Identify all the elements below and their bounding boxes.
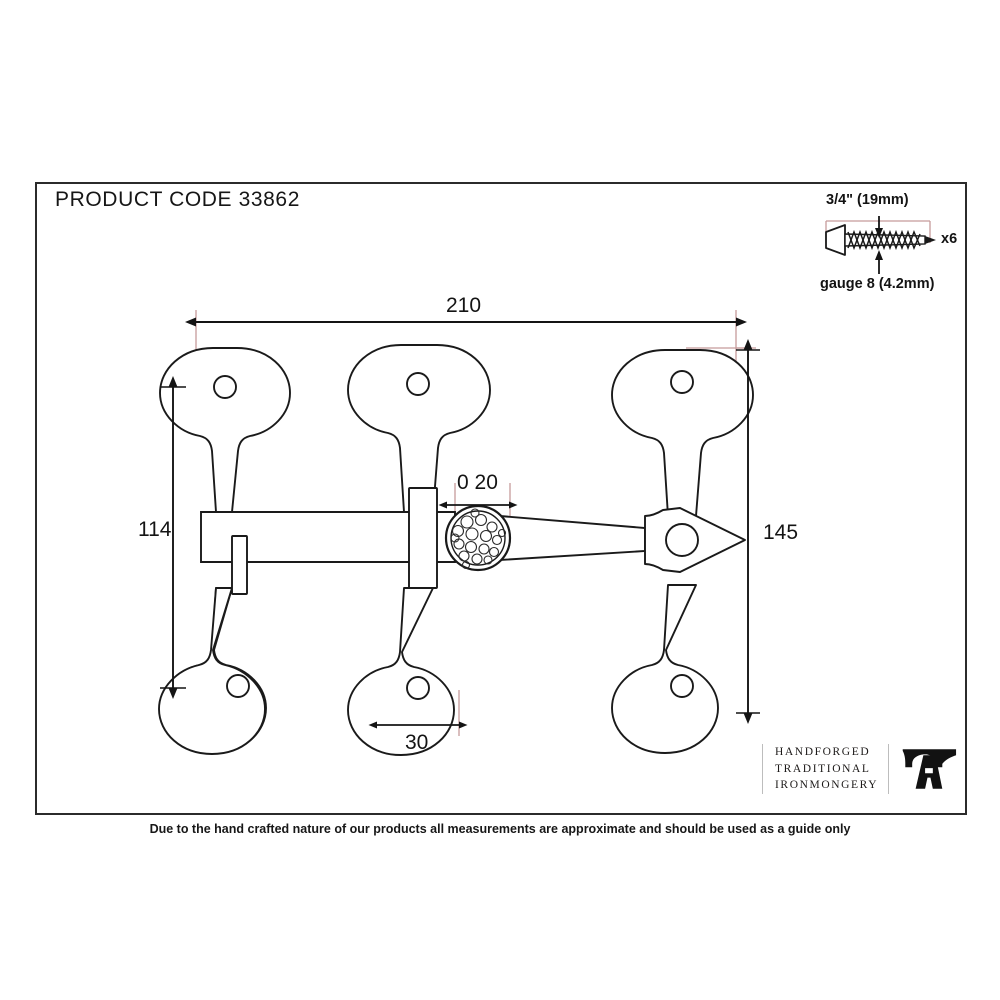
product-code-label: PRODUCT CODE 33862 bbox=[55, 188, 300, 211]
dimension-knob-diameter-label: 0 20 bbox=[457, 471, 498, 494]
dimension-210-label: 210 bbox=[446, 294, 482, 317]
screw-length-label: 3/4" (19mm) bbox=[826, 192, 909, 208]
brand-logo-line-1: HANDFORGED bbox=[775, 745, 871, 758]
anvil-a-icon bbox=[902, 749, 957, 789]
brand-logo: HANDFORGED TRADITIONAL IRONMONGERY bbox=[762, 733, 958, 805]
dimension-30-label: 30 bbox=[405, 731, 429, 754]
measurement-disclaimer: Due to the hand crafted nature of our pr… bbox=[149, 822, 851, 836]
brand-logo-wordmark: HANDFORGED TRADITIONAL IRONMONGERY bbox=[762, 743, 890, 794]
screw-quantity-label: x6 bbox=[941, 231, 958, 247]
screw-gauge-label: gauge 8 (4.2mm) bbox=[820, 276, 935, 292]
brand-logo-line-3: IRONMONGERY bbox=[775, 779, 879, 792]
dimension-145-label: 145 bbox=[763, 521, 799, 544]
dimension-114-label: 114 bbox=[138, 518, 172, 541]
brand-logo-line-2: TRADITIONAL bbox=[775, 762, 871, 775]
